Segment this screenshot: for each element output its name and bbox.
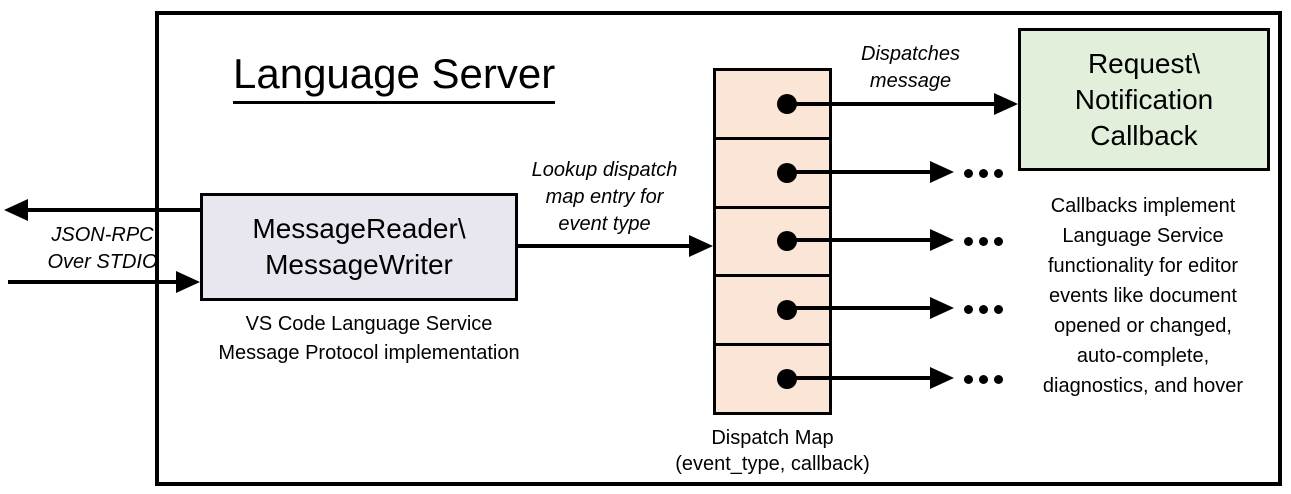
note-line: diagnostics, and hover [1042,375,1244,397]
pointer-dot-icon [777,231,797,252]
dispatch-arrow-line [790,102,996,106]
note-line: functionality for editor [1047,255,1239,277]
json-rpc-label: JSON-RPC Over STDIO [25,222,180,276]
pointer-dot-icon [777,369,797,390]
dispatch-map-cell [716,277,829,347]
reader-caption: VS Code Language Service Message Protoco… [178,310,560,368]
dispatches-label-line1: Dispatches [861,43,960,65]
ellipsis-icon [964,305,1003,314]
dispatch-map-caption-line2: (event_type, callback) [675,453,870,475]
diagram-title: Language Server [233,50,556,104]
callback-box-line1: Request\ [1087,47,1201,79]
message-reader-writer-box: MessageReader\ MessageWriter [200,193,518,301]
lookup-arrowhead-icon [689,235,713,257]
lookup-label-line2: map entry for [545,186,664,208]
lookup-label-line1: Lookup dispatch [531,159,678,181]
json-rpc-label-line1: JSON-RPC [51,224,154,246]
pointer-dot-icon [777,93,797,114]
dispatch-map-caption-line1: Dispatch Map [711,427,834,449]
dispatch-map-cell [716,71,829,140]
outbound-arrowhead-icon [4,199,28,221]
dispatch-arrow-line [790,306,932,310]
callback-box-line3: Callback [1090,119,1198,151]
dispatch-map-cell [716,209,829,278]
lookup-label: Lookup dispatch map entry for event type [512,157,697,238]
lookup-label-line3: event type [558,213,651,235]
dispatch-arrowhead-icon [930,229,954,251]
note-line: opened or changed, [1054,315,1232,337]
ellipsis-icon [964,169,1003,178]
ellipsis-icon [964,375,1003,384]
dispatch-map-cell [716,140,829,209]
dispatch-map-caption: Dispatch Map (event_type, callback) [655,425,890,477]
note-line: Callbacks implement [1050,195,1236,217]
reader-caption-line2: Message Protocol implementation [218,342,520,364]
dispatch-arrowhead-icon [994,93,1018,115]
dispatch-arrow-line [790,376,932,380]
dispatch-arrowhead-icon [930,367,954,389]
dispatch-arrow-line [790,238,932,242]
dispatch-arrow-line [790,170,932,174]
note-line: Language Service [1062,225,1224,247]
outbound-arrow-line [26,208,200,212]
ellipsis-icon [964,237,1003,246]
reader-box-line1: MessageReader\ [252,213,466,244]
dispatch-arrowhead-icon [930,161,954,183]
dispatch-arrowhead-icon [930,297,954,319]
json-rpc-label-line2: Over STDIO [47,251,158,273]
lookup-arrow-line [518,244,691,248]
inbound-arrow-line [8,280,178,284]
request-notification-callback-box: Request\ Notification Callback [1018,28,1270,171]
dispatch-map-cell [716,346,829,412]
pointer-dot-icon [777,300,797,321]
callback-box-line2: Notification [1074,83,1214,115]
inbound-arrowhead-icon [176,271,200,293]
note-line: auto-complete, [1076,345,1210,367]
reader-caption-line1: VS Code Language Service [245,313,493,335]
note-line: events like document [1049,285,1237,307]
pointer-dot-icon [777,162,797,183]
reader-box-line2: MessageWriter [265,249,453,280]
dispatches-message-label: Dispatches message [843,41,978,95]
callbacks-note: Callbacks implement Language Service fun… [1003,191,1283,401]
dispatches-label-line2: message [869,70,952,92]
